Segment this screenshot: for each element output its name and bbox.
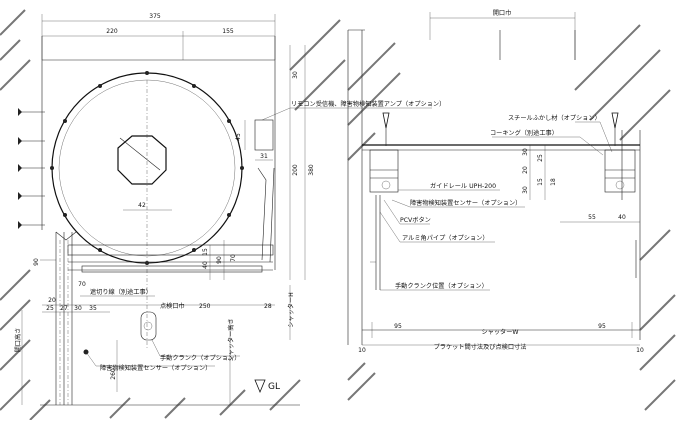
left-arrow-markers: [18, 108, 45, 229]
dim-d70: 70: [230, 254, 237, 262]
dim-bottom-28: 28: [264, 303, 272, 310]
crank-handle: [140, 311, 157, 341]
dim-r-95-right: 95: [598, 323, 606, 330]
dim-row-30: 30: [74, 305, 82, 312]
dim-r-40: 40: [618, 214, 626, 221]
label-caulking: コーキング（別途工事）: [490, 129, 558, 137]
dim-left-90: 90: [33, 258, 40, 266]
dim-bottom-250: 250: [199, 303, 211, 310]
label-cutoff: 遮切り線（別途工事）: [90, 288, 152, 296]
dim-total-width: 375: [149, 13, 161, 20]
receiver-bracket: [254, 119, 274, 151]
dim-opening-width: 開口巾: [493, 9, 512, 17]
dim-r-55: 55: [588, 214, 596, 221]
hatch-marks: [0, 9, 676, 421]
dim-left-width: 220: [106, 28, 118, 35]
dim-axle-offset: 42: [138, 202, 146, 209]
label-bracket-dim: ブラケット間寸法及び点検口寸法: [434, 343, 527, 351]
dim-d15: 15: [202, 248, 209, 256]
dim-bottom-70: 70: [78, 281, 86, 288]
label-shutter-w: シャッターW: [481, 328, 518, 336]
dim-top-small: 30: [292, 71, 299, 79]
dim-right-total: 380: [308, 164, 315, 176]
label-pcv-button: PCVボタン: [400, 216, 431, 224]
label-guide-rail: ガイドレール UPH-200: [430, 182, 496, 190]
dim-row-25: 25: [46, 305, 54, 312]
right-section-view: 開口巾 30 20 30 25 15 18: [347, 9, 644, 354]
label-crank-pos: 手動クランク位置（オプション）: [395, 282, 488, 290]
dim-r-18: 18: [550, 178, 557, 186]
dim-bracket-w: 31: [260, 153, 268, 160]
label-remote-receiver: リモコン受信機、障害物検知装置アンプ（オプション）: [291, 100, 445, 108]
label-crank: 手動クランク（オプション）: [160, 354, 240, 362]
dim-row-35: 35: [89, 305, 97, 312]
motor-octagon: [117, 135, 167, 185]
dim-r-15: 15: [537, 178, 544, 186]
label-opening-height: 開口高さ: [14, 328, 22, 353]
dim-r-95-left: 95: [394, 323, 402, 330]
dim-r-10-right: 10: [636, 347, 644, 354]
dim-r-10-left: 10: [358, 347, 366, 354]
dim-bracket-h: 45: [235, 133, 242, 141]
dim-d90: 90: [216, 256, 223, 264]
label-steel: スチールふかし材（オプション）: [508, 114, 601, 122]
dim-bottom-20: 20: [48, 297, 56, 304]
dim-r-30b: 30: [522, 186, 529, 194]
label-gl: GL: [268, 382, 280, 392]
label-shutter-h: シャッター高さ: [227, 318, 235, 361]
label-shutter-hh: シャッターH: [287, 292, 295, 328]
dim-r-30: 30: [522, 148, 529, 156]
dim-r-25: 25: [537, 154, 544, 162]
dim-right-width: 155: [222, 28, 234, 35]
label-sensor: 障害物検知装置センサー（オプション）: [100, 364, 211, 372]
dim-upper-mid: 200: [292, 164, 299, 176]
dim-sensor-h: 260: [110, 368, 117, 380]
label-inspection: 点検口巾: [160, 302, 185, 310]
dim-r-20: 20: [522, 166, 529, 174]
left-section-view: 375 220 155 30 200 380: [14, 13, 445, 406]
dim-d40: 40: [202, 261, 209, 269]
label-alu-pipe: アルミ角パイプ（オプション）: [402, 234, 489, 242]
label-obstacle-sensor: 障害物検知装置センサー（オプション）: [410, 199, 521, 207]
